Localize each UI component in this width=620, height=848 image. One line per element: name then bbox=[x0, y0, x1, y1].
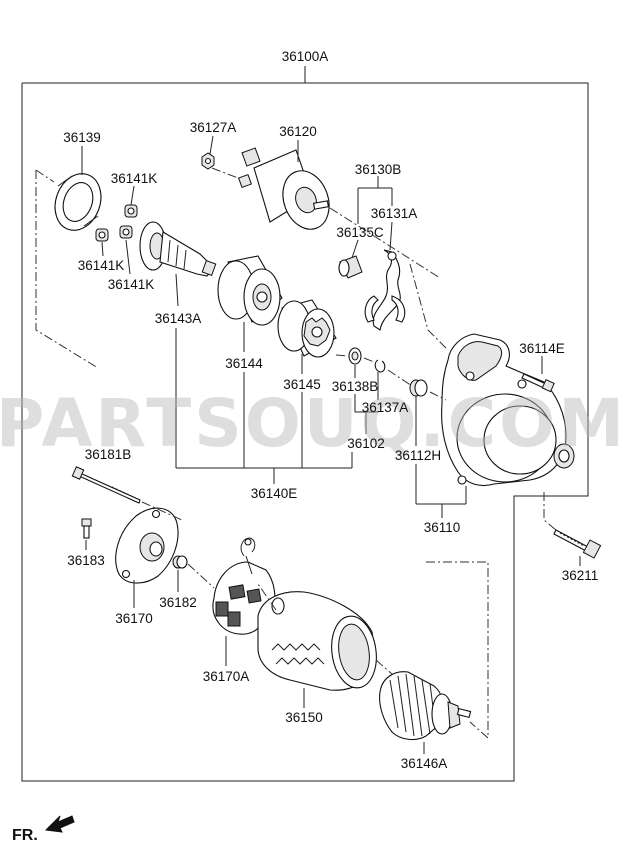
part-36138B-washer bbox=[348, 347, 362, 365]
front-direction-indicator: FR. bbox=[12, 815, 75, 844]
part-36110-housing bbox=[441, 333, 575, 487]
label-36141K-top[interactable]: 36141K bbox=[111, 171, 158, 186]
assembly-frame bbox=[21, 82, 589, 782]
part-36170-bracket bbox=[115, 507, 179, 584]
label-36139[interactable]: 36139 bbox=[63, 130, 101, 145]
label-36114E[interactable]: 36114E bbox=[519, 341, 565, 356]
front-direction-label: FR. bbox=[12, 827, 38, 844]
label-36144[interactable]: 36144 bbox=[225, 356, 263, 371]
part-36143A-shaft bbox=[139, 221, 217, 277]
label-36170[interactable]: 36170 bbox=[115, 611, 153, 626]
part-36127A-nut bbox=[201, 152, 215, 170]
part-labels: 36100A 36139 36127A 36120 36130B 36141K … bbox=[63, 49, 598, 771]
leader-lines bbox=[81, 135, 581, 754]
label-36127A[interactable]: 36127A bbox=[190, 120, 237, 135]
part-36146A-armature bbox=[379, 671, 472, 741]
label-36135C[interactable]: 36135C bbox=[336, 225, 384, 240]
watermark-text: PARTSOUQ.COM bbox=[0, 385, 620, 462]
part-36182-bushing bbox=[172, 555, 188, 569]
label-36150[interactable]: 36150 bbox=[285, 710, 323, 725]
label-36170A[interactable]: 36170A bbox=[203, 669, 250, 684]
part-36183-screw bbox=[81, 518, 92, 539]
part-36114E-bolt bbox=[521, 373, 555, 393]
part-36120-solenoid bbox=[237, 147, 330, 230]
label-36110[interactable]: 36110 bbox=[424, 520, 461, 535]
label-36138B[interactable]: 36138B bbox=[332, 379, 379, 394]
part-36144-clutch bbox=[217, 255, 283, 326]
label-36145[interactable]: 36145 bbox=[283, 377, 321, 392]
label-36120[interactable]: 36120 bbox=[279, 124, 317, 139]
label-36182[interactable]: 36182 bbox=[159, 595, 197, 610]
part-36181B-bolt bbox=[71, 466, 141, 504]
assembly-centerlines bbox=[35, 167, 557, 740]
label-36141K-left[interactable]: 36141K bbox=[78, 258, 125, 273]
part-36150-yoke bbox=[257, 591, 377, 691]
front-arrow-icon bbox=[44, 815, 75, 833]
part-36141K-nuts bbox=[95, 204, 138, 242]
label-36181B[interactable]: 36181B bbox=[85, 447, 132, 462]
part-36145-pinion bbox=[277, 299, 337, 358]
label-36141K-bottom[interactable]: 36141K bbox=[108, 277, 155, 292]
label-36211[interactable]: 36211 bbox=[562, 568, 599, 583]
label-36130B[interactable]: 36130B bbox=[355, 162, 402, 177]
label-36137A[interactable]: 36137A bbox=[362, 400, 409, 415]
part-36131A-lever bbox=[364, 249, 406, 331]
label-36112H[interactable]: 36112H bbox=[395, 448, 441, 463]
part-36135C-plunger bbox=[338, 255, 363, 279]
part-36211-bolt bbox=[553, 529, 602, 559]
label-36143A[interactable]: 36143A bbox=[155, 311, 202, 326]
label-36140E[interactable]: 36140E bbox=[251, 486, 298, 501]
label-36100A[interactable]: 36100A bbox=[282, 49, 329, 64]
label-36183[interactable]: 36183 bbox=[67, 553, 105, 568]
part-36112H-bushing bbox=[409, 379, 428, 397]
part-36139-shape bbox=[54, 173, 102, 231]
part-36137A-clip bbox=[374, 359, 386, 373]
label-36131A[interactable]: 36131A bbox=[371, 206, 418, 221]
label-36146A[interactable]: 36146A bbox=[401, 756, 448, 771]
label-36102[interactable]: 36102 bbox=[347, 436, 385, 451]
